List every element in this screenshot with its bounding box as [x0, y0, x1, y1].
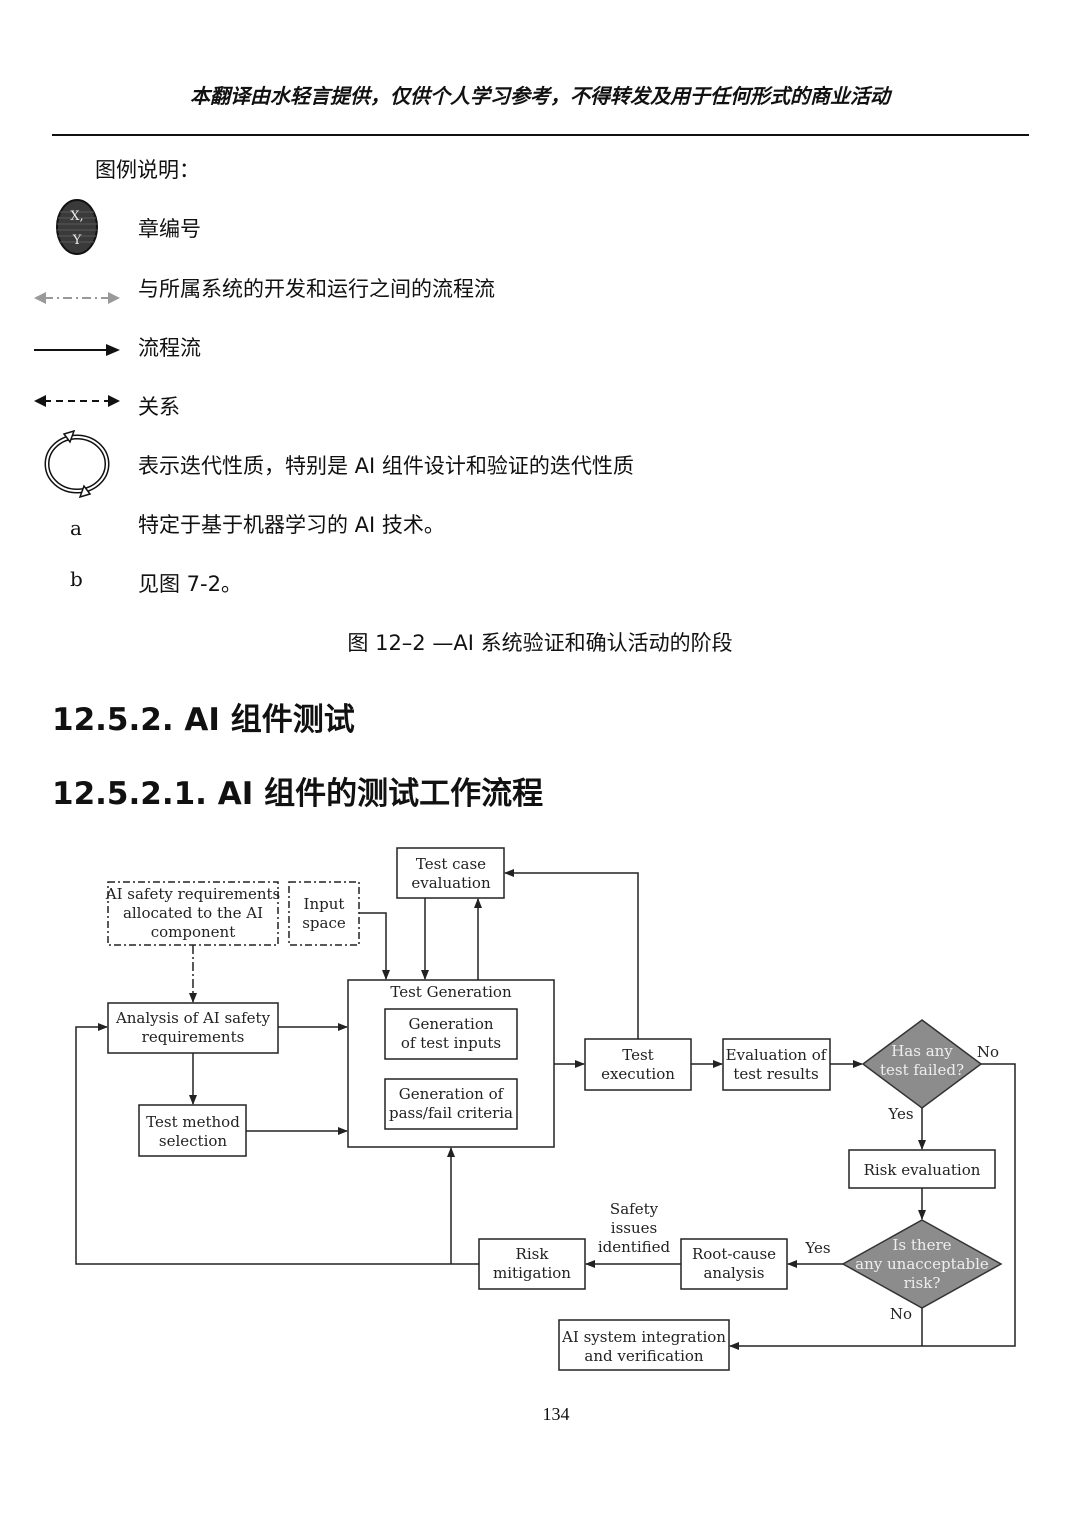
legend-text-see-figure: 见图 7-2。	[138, 572, 242, 596]
page-number: 134	[542, 1404, 570, 1424]
label-yes-failed: Yes	[887, 1105, 913, 1123]
label-no-risk: No	[890, 1305, 912, 1323]
legend-text-relationship: 关系	[138, 395, 180, 419]
chapter-mark-top: X,	[70, 209, 83, 224]
legend-text-chapter-number: 章编号	[138, 217, 201, 241]
safety-issues-line-1: Safety	[610, 1200, 659, 1218]
eval-results-line-1: Evaluation of	[726, 1046, 828, 1064]
legend-text-ml-specific: 特定于基于机器学习的 AI 技术。	[138, 513, 445, 537]
decision-risk-line-1: Is there	[892, 1236, 951, 1254]
integration-line-2: and verification	[584, 1347, 703, 1365]
header-notice: 本翻译由水轻言提供，仅供个人学习参考，不得转发及用于任何形式的商业活动	[190, 84, 890, 108]
req-line-2: allocated to the AI	[123, 904, 263, 922]
input-space-line-2: space	[302, 914, 346, 932]
solid-arrow-icon	[34, 344, 120, 356]
test-method-line-2: selection	[159, 1132, 228, 1150]
grey-dash-dot-double-arrow-icon	[34, 292, 120, 304]
section-heading-12-5-2-1: 12.5.2.1. AI 组件的测试工作流程	[52, 776, 544, 812]
test-generation-title: Test Generation	[390, 983, 512, 1001]
legend-text-process-flow-system: 与所属系统的开发和运行之间的流程流	[138, 277, 495, 301]
test-execution-line-1: Test	[622, 1046, 653, 1064]
legend-title: 图例说明：	[95, 158, 200, 182]
legend-text-iteration: 表示迭代性质，特别是 AI 组件设计和验证的迭代性质	[138, 454, 634, 478]
legend-letter-b: b	[70, 567, 83, 591]
gen-inputs-line-1: Generation	[408, 1015, 493, 1033]
req-line-3: component	[151, 923, 236, 941]
risk-mitigation-line-2: mitigation	[493, 1264, 571, 1282]
integration-line-1: AI system integration	[561, 1328, 726, 1346]
gen-criteria-line-1: Generation of	[399, 1085, 505, 1103]
dashed-double-arrow-icon	[34, 395, 120, 407]
decision-risk-line-3: risk?	[904, 1274, 941, 1292]
label-no-failed: No	[977, 1043, 999, 1061]
test-case-eval-line-1: Test case	[416, 855, 486, 873]
risk-eval-label: Risk evaluation	[864, 1161, 981, 1179]
decision-risk-line-2: any unacceptable	[855, 1255, 989, 1273]
figure-caption: 图 12–2 —AI 系统验证和确认活动的阶段	[347, 631, 733, 655]
test-case-eval-line-2: evaluation	[411, 874, 491, 892]
req-line-1: AI safety requirements	[105, 885, 281, 903]
gen-inputs-box	[384, 1008, 518, 1060]
decision-failed-line-1: Has any	[891, 1042, 953, 1060]
chapter-mark-bottom: Y	[72, 233, 82, 248]
iteration-cycle-icon	[44, 430, 110, 498]
analysis-line-1: Analysis of AI safety	[115, 1009, 271, 1027]
input-space-line-1: Input	[304, 895, 345, 913]
root-cause-line-1: Root-cause	[692, 1245, 776, 1263]
risk-mitigation-line-1: Risk	[516, 1245, 550, 1263]
eval-results-line-2: test results	[733, 1065, 818, 1083]
chapter-number-icon: X, Y	[56, 199, 98, 255]
test-execution-line-2: execution	[601, 1065, 675, 1083]
section-heading-12-5-2: 12.5.2. AI 组件测试	[52, 702, 355, 738]
legend-text-process-flow: 流程流	[138, 336, 201, 360]
gen-criteria-line-2: pass/fail criteria	[389, 1104, 513, 1122]
analysis-line-2: requirements	[142, 1028, 245, 1046]
test-method-line-1: Test method	[146, 1113, 240, 1131]
safety-issues-line-2: issues	[611, 1219, 657, 1237]
header-divider	[52, 134, 1029, 136]
gen-inputs-line-2: of test inputs	[401, 1034, 501, 1052]
decision-failed-line-2: test failed?	[880, 1061, 964, 1079]
root-cause-line-2: analysis	[703, 1264, 764, 1282]
label-yes-risk: Yes	[804, 1239, 830, 1257]
gen-criteria-box	[384, 1078, 518, 1130]
legend-letter-a: a	[70, 516, 82, 540]
safety-issues-line-3: identified	[598, 1238, 671, 1256]
